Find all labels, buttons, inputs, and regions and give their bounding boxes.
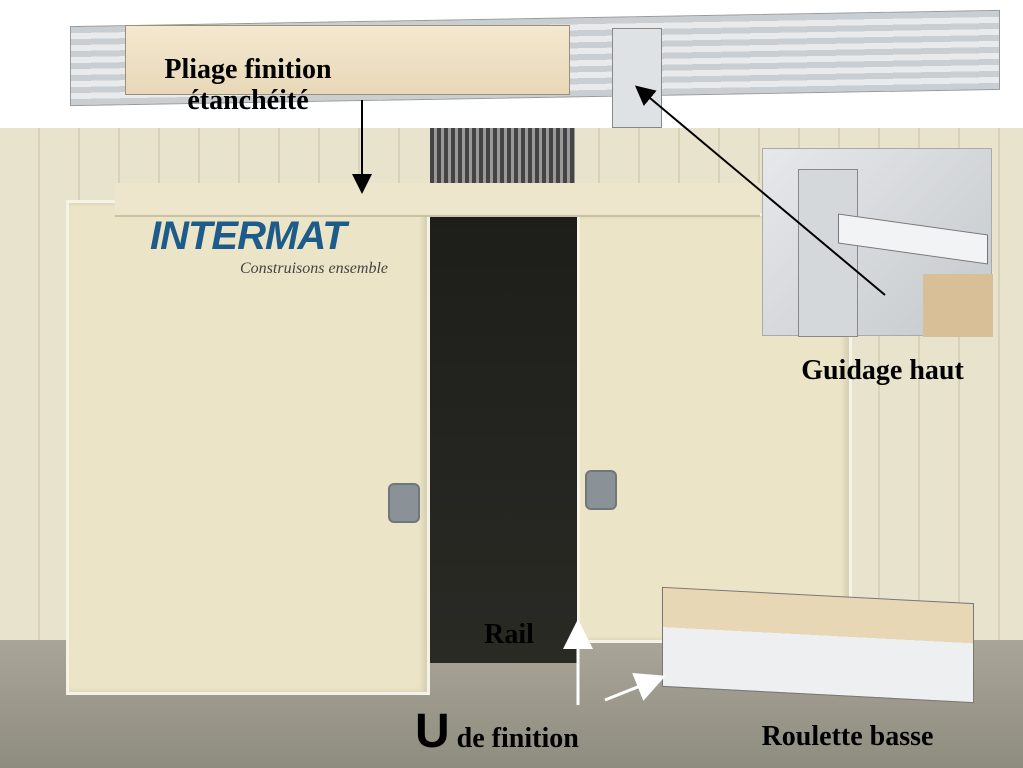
label-pliage-line2: étanchéité (187, 84, 309, 116)
intermat-logo: INTERMAT (150, 214, 347, 258)
logo-tagline: Construisons ensemble (240, 260, 388, 277)
arrow-guidage (634, 85, 886, 296)
u-letter: U (415, 705, 450, 758)
label-rail: Rail (484, 619, 534, 650)
left-door-panel (66, 200, 430, 695)
vent-grille (430, 128, 575, 188)
u-text: de finition (456, 723, 579, 754)
label-roulette: Roulette basse (761, 721, 934, 752)
door-opening (428, 213, 578, 663)
right-door-handle (585, 470, 617, 510)
top-beam (115, 183, 760, 217)
label-pliage: Pliage finition étanchéité (128, 54, 368, 117)
arrow-u (604, 672, 666, 702)
bracket-drawing (612, 28, 662, 128)
left-door-handle (388, 483, 420, 523)
seal-fold-drawing (125, 25, 570, 95)
label-u-finition: U de finition (415, 705, 625, 759)
label-guidage: Guidage haut (801, 355, 964, 386)
guidage-inset-image (762, 148, 993, 337)
label-pliage-line1: Pliage finition (164, 54, 332, 85)
